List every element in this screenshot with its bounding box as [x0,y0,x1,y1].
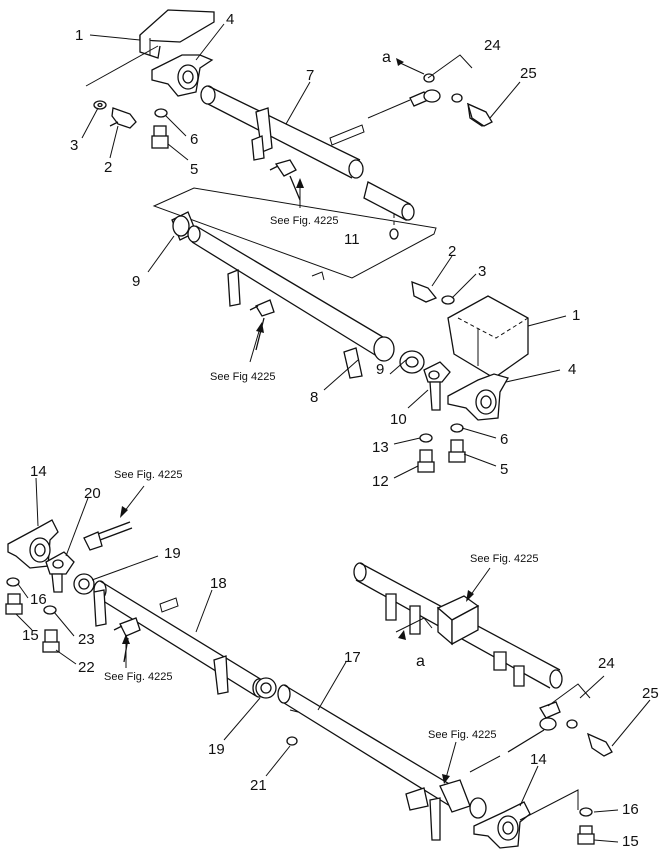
a-bracket-line [395,617,433,633]
callout-5-top: 5 [190,161,198,178]
bolt-12 [417,449,435,473]
bearing-holder-14-right [473,801,531,849]
bearing-holder-4-right [447,373,509,421]
shaft-18 [93,580,266,698]
callout-2-top: 2 [104,159,112,176]
callout-15-left: 15 [22,627,39,644]
bushing-19-left [73,573,95,595]
callout-1-top: 1 [75,27,83,44]
letter-a-top: a [382,49,391,66]
lever-10 [423,361,451,411]
washer-23 [43,605,57,615]
callout-25-bottom: 25 [642,685,659,702]
washer-13 [419,433,433,443]
bolt-5-top [151,125,169,149]
bolt-15-left [5,593,23,615]
callout-20: 20 [84,485,101,502]
callout-25-top: 25 [520,65,537,82]
letter-a-bottom: a [416,653,425,670]
callout-16-left: 16 [30,591,47,608]
callout-labels: 1 4 a 24 25 7 3 2 6 5 See Fig. 4225 11 9… [22,11,659,850]
bracket-1-right [447,295,529,379]
callout-3-right: 3 [478,263,486,280]
bolt-25-bottom [586,732,613,757]
ref-fig-4225-3: See Fig. 4225 [114,469,183,481]
callout-15-right: 15 [622,833,639,850]
bolt-15-right [577,825,595,845]
callout-8: 8 [310,389,318,406]
pin-11 [389,213,399,240]
ref-fig-4225-2: See Fig 4225 [210,371,275,383]
callout-7: 7 [306,67,314,84]
callout-bracket-24-top [427,54,473,79]
callout-14-left: 14 [30,463,47,480]
callout-bracket-24-bottom [547,683,591,707]
bearing-holder-4-top [151,54,214,97]
shaft-7 [200,85,415,221]
bushing-19-right [255,677,277,699]
shaft-8 [187,225,395,379]
bearing-holder-14-left [7,519,59,569]
grease-fitting-mid [249,299,275,351]
callout-18: 18 [210,575,227,592]
callout-19-left: 19 [164,545,181,562]
ref-fig-4225-6: See Fig. 4225 [428,729,497,741]
washer-16-right [579,807,593,817]
lever-20 [45,551,75,593]
callout-13: 13 [372,439,389,456]
assembly-line [85,45,159,87]
bushing-9-right [399,350,425,374]
ref-fig-4225-5: See Fig. 4225 [104,671,173,683]
arrow-a-bottom [398,630,406,640]
bolt-22 [42,629,60,653]
ref-arrows [120,178,491,784]
bolt-2-top [109,107,137,129]
washer-16-left [6,577,20,587]
leader-lines [15,23,651,843]
callout-6-right: 6 [500,431,508,448]
callout-10: 10 [390,411,407,428]
shaft-with-bracket [353,562,563,689]
callout-5-right: 5 [500,461,508,478]
callout-24-bottom: 24 [598,655,615,672]
grease-fitting-bottom-left [83,521,133,551]
callout-2-right: 2 [448,243,456,260]
callout-4-top: 4 [226,11,234,28]
callout-4-right: 4 [568,361,576,378]
washer-6-right [450,423,464,433]
callout-17: 17 [344,649,361,666]
bolt-5-right [448,439,466,463]
assembly-frame [152,187,437,279]
pin-21 [286,736,298,746]
callout-12: 12 [372,473,389,490]
callout-24-top: 24 [484,37,501,54]
assembly-line-bottom [519,789,579,821]
ref-fig-4225-1: See Fig. 4225 [270,215,339,227]
callout-16-right: 16 [622,801,639,818]
washer-3-top [93,100,107,110]
callout-9-left: 9 [132,273,140,290]
callout-1-right: 1 [572,307,580,324]
callout-21: 21 [250,777,267,794]
callout-14-right: 14 [530,751,547,768]
bolt-2-right [411,281,438,303]
callout-19-right: 19 [208,741,225,758]
arrow-a-top [396,58,404,66]
callout-22: 22 [78,659,95,676]
shaft-17 [277,684,487,841]
callout-3-top: 3 [70,137,78,154]
bolt-25-top [466,102,493,127]
washer-3-right [441,295,455,305]
ref-fig-4225-4: See Fig. 4225 [470,553,539,565]
callout-11: 11 [344,231,360,248]
grease-fitting-top [269,159,301,201]
callout-6-top: 6 [190,131,198,148]
washer-6-top [154,108,168,118]
callout-23: 23 [78,631,95,648]
callout-9-right: 9 [376,361,384,378]
